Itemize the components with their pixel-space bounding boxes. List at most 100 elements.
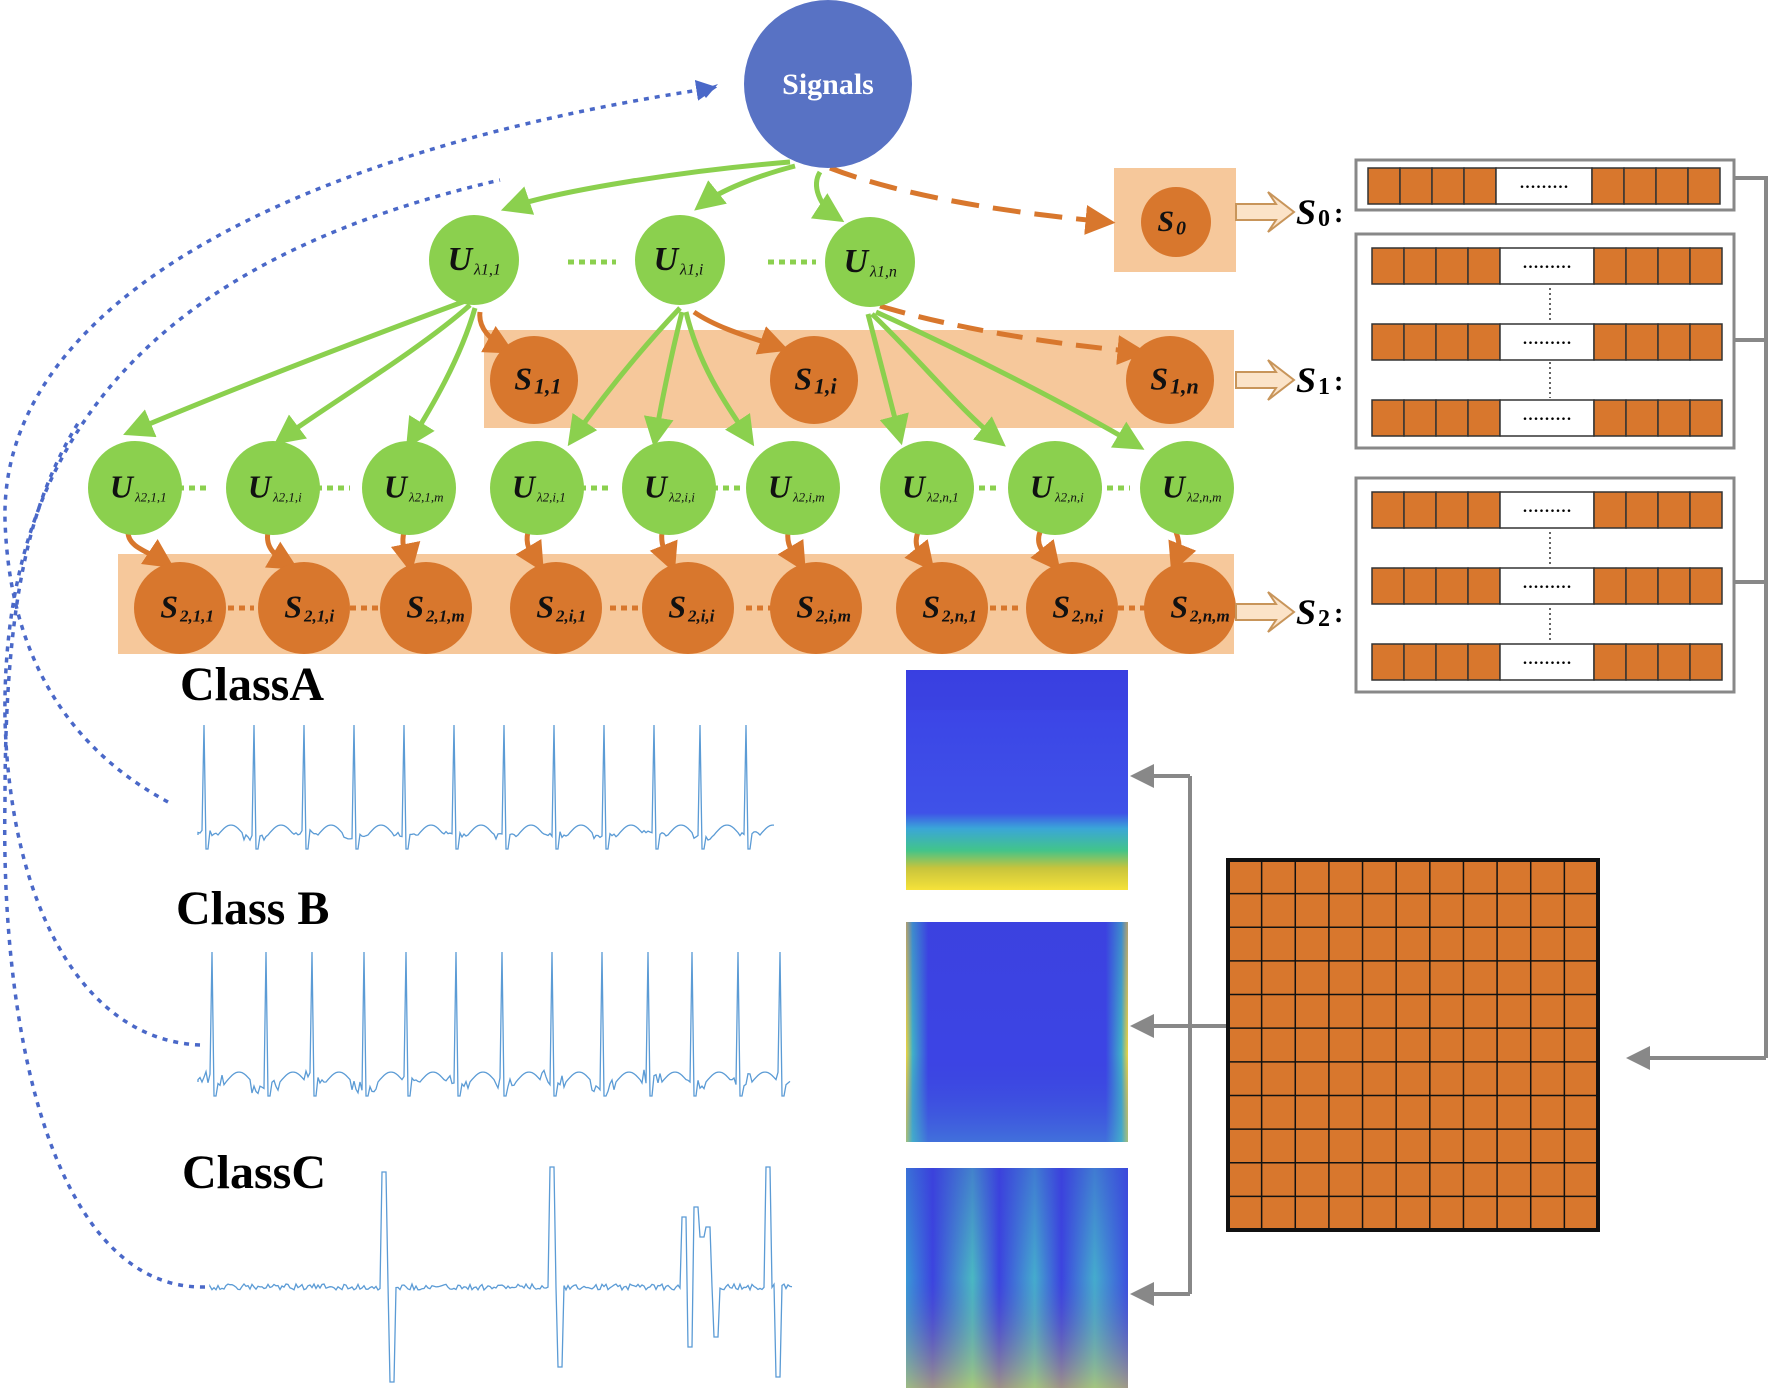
s2-node-0-sub: 2,1,1 bbox=[179, 606, 214, 625]
s2-vector-box bbox=[1354, 476, 1736, 694]
s1-node-2-sub: 1,n bbox=[1170, 373, 1199, 398]
u-node-l2-3-main: U bbox=[512, 469, 537, 505]
row-label-colon: : bbox=[1334, 366, 1343, 397]
row-label-colon: : bbox=[1334, 598, 1343, 629]
u-node-l2-6-sub: λ2,n,1 bbox=[926, 489, 959, 504]
u-node-l2-7-sub: λ2,n,i bbox=[1054, 489, 1084, 504]
feature-vector-row: ......... bbox=[1371, 567, 1723, 605]
signal-traces bbox=[197, 724, 793, 1383]
curve-class-b bbox=[3, 178, 501, 1047]
signals-node: Signals bbox=[744, 0, 912, 168]
scattering-matrix bbox=[1226, 858, 1600, 1232]
s1-node-1-main: S bbox=[794, 361, 812, 397]
s1-node-0-sub: 1,1 bbox=[534, 373, 562, 398]
signal-class-a bbox=[197, 724, 774, 850]
feature-vector-row: ......... bbox=[1367, 167, 1721, 205]
signals-label: Signals bbox=[782, 68, 874, 101]
u-node-l2-5-main: U bbox=[768, 469, 793, 505]
class-b-label: Class B bbox=[176, 882, 329, 935]
heatmap-class-b bbox=[906, 922, 1128, 1142]
row-label-sub: 1 bbox=[1318, 374, 1330, 400]
ellipsis-text: ......... bbox=[1522, 644, 1572, 669]
s0-vector-box bbox=[1354, 158, 1736, 212]
class-a-label: ClassA bbox=[180, 658, 324, 711]
s2-node-3-sub: 2,i,1 bbox=[555, 606, 586, 625]
s2-node-0-main: S bbox=[160, 589, 178, 625]
row-label-sub: 0 bbox=[1318, 206, 1330, 232]
u-node-l2-1-main: U bbox=[248, 469, 273, 505]
s2-node-7-main: S bbox=[1052, 589, 1070, 625]
s2-node-3-main: S bbox=[536, 589, 554, 625]
s2-node-1-sub: 2,1,i bbox=[303, 606, 335, 625]
u-node-l2-1-sub: λ2,1,i bbox=[272, 489, 302, 504]
s2-node-1-main: S bbox=[284, 589, 302, 625]
heatmap-class-c bbox=[906, 1168, 1128, 1388]
u-node-l2-5-sub: λ2,i,m bbox=[792, 489, 825, 504]
ellipsis-text: ......... bbox=[1522, 248, 1572, 273]
u-node-l2-0-sub: λ2,1,1 bbox=[134, 489, 167, 504]
s2-node-2-main: S bbox=[406, 589, 424, 625]
u-node-l2-4-main: U bbox=[644, 469, 669, 505]
feature-vectors: ........................................… bbox=[1354, 158, 1736, 694]
s2-node-6-main: S bbox=[922, 589, 940, 625]
hollow-arrow-icon bbox=[1235, 591, 1296, 633]
s2-node-4-main: S bbox=[668, 589, 686, 625]
row-label-sub: 2 bbox=[1318, 606, 1330, 632]
u-node-l2-2-sub: λ2,1,m bbox=[408, 489, 444, 504]
feature-vector-row: ......... bbox=[1371, 247, 1723, 285]
u-node-l2-7-main: U bbox=[1030, 469, 1055, 505]
row-label-main: S bbox=[1296, 192, 1316, 232]
s2-node-8-sub: 2,n,m bbox=[1189, 606, 1230, 625]
ellipsis-text: ......... bbox=[1519, 168, 1569, 193]
class-connector-curves bbox=[2, 79, 718, 1289]
s1-node-2-main: S bbox=[1150, 361, 1168, 397]
u-node-l1-1-sub: λ1,i bbox=[679, 261, 703, 278]
u-node-l1-0-main: U bbox=[447, 241, 474, 278]
u-node-l2-8-main: U bbox=[1162, 469, 1187, 505]
root-edges bbox=[500, 159, 845, 223]
s2-node-5-main: S bbox=[796, 589, 814, 625]
u-node-l2-4-sub: λ2,i,i bbox=[668, 489, 695, 504]
feature-vector-row: ......... bbox=[1371, 643, 1723, 681]
u-node-l2-3-sub: λ2,i,1 bbox=[536, 489, 566, 504]
s1-edges bbox=[477, 303, 1148, 365]
ellipsis-text: ......... bbox=[1522, 324, 1572, 349]
row-label-main: S bbox=[1296, 592, 1316, 632]
feature-vector-row: ......... bbox=[1371, 491, 1723, 529]
s1-band bbox=[484, 330, 1234, 428]
s2-node-7-sub: 2,n,i bbox=[1071, 606, 1103, 625]
u-node-l1-2-sub: λ1,n bbox=[869, 263, 897, 280]
curve-class-c bbox=[2, 419, 206, 1289]
hollow-arrow-icon bbox=[1235, 359, 1296, 401]
curve-arrowhead bbox=[700, 84, 718, 98]
u-node-l1-1-main: U bbox=[653, 241, 680, 278]
curve-class-a bbox=[3, 79, 718, 804]
row-label-colon: : bbox=[1334, 198, 1343, 229]
heatmap-class-a bbox=[906, 670, 1128, 890]
feature-vector-row: ......... bbox=[1371, 399, 1723, 437]
u-node-l1-0-sub: λ1,1 bbox=[473, 261, 501, 278]
